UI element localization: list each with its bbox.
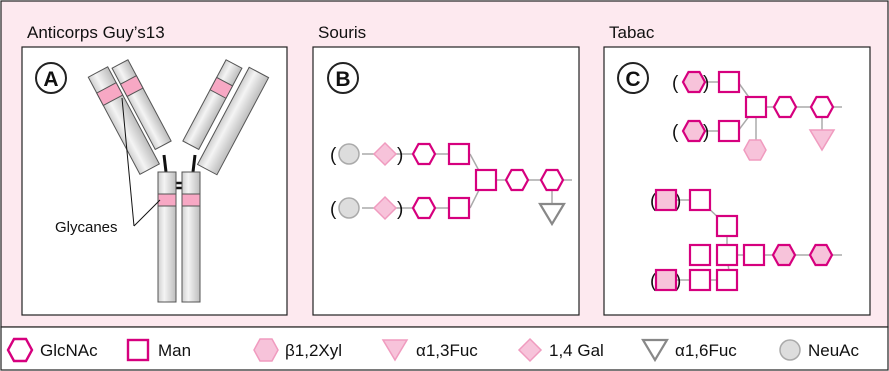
svg-text:B: B [335,68,350,91]
panel-c-badge: C [617,62,649,94]
panel-a-title: Anticorps Guy’s13 [27,23,165,42]
tobacco-glycan-1: ( ) ( ) [672,70,842,161]
svg-text:(: ( [650,271,657,292]
svg-text:): ) [675,191,681,212]
legend: GlcNAc Man β1,2Xyl α1,3Fuc 1,4 Gal α1,6F… [6,337,860,363]
panel-b-box [312,46,580,316]
svg-text:A: A [43,68,58,91]
legend-label-xyl: β1,2Xyl [285,341,342,360]
svg-text:(: ( [330,199,337,220]
tobacco-glycan-2: ( ) ( ) [650,188,842,292]
svg-text:): ) [675,271,681,292]
mouse-glycan: ( ) ( ) [330,141,572,227]
fuc16-legend-icon [641,338,669,363]
legend-label-gal: 1,4 Gal [549,341,604,360]
panel-b-title: Souris [318,23,366,42]
legend-label-neuac: NeuAc [808,341,860,360]
legend-label-glcnac: GlcNAc [40,341,98,360]
legend-label-man: Man [158,341,191,360]
panel-b-badge: B [327,62,359,94]
svg-text:): ) [397,145,403,166]
glcnac-legend-icon [6,337,34,363]
svg-text:): ) [703,122,709,143]
panel-c-title: Tabac [609,23,655,42]
svg-text:(: ( [330,145,337,166]
xyl-legend-icon [253,338,279,362]
svg-text:(: ( [650,191,657,212]
legend-label-fuc16: α1,6Fuc [675,341,737,360]
svg-text:C: C [625,68,640,91]
svg-text:(: ( [672,122,679,143]
neuac-legend-icon [779,339,801,361]
svg-text:): ) [397,199,403,220]
fuc13-legend-icon [381,339,409,362]
gal-legend-icon [517,337,543,363]
panel-a-badge: A [35,62,67,94]
legend-label-fuc13: α1,3Fuc [416,341,478,360]
antibody-drawing [87,59,270,303]
svg-text:): ) [703,73,709,94]
man-legend-icon [126,338,150,362]
glycan-label: Glycanes [55,219,118,236]
svg-text:(: ( [672,73,679,94]
